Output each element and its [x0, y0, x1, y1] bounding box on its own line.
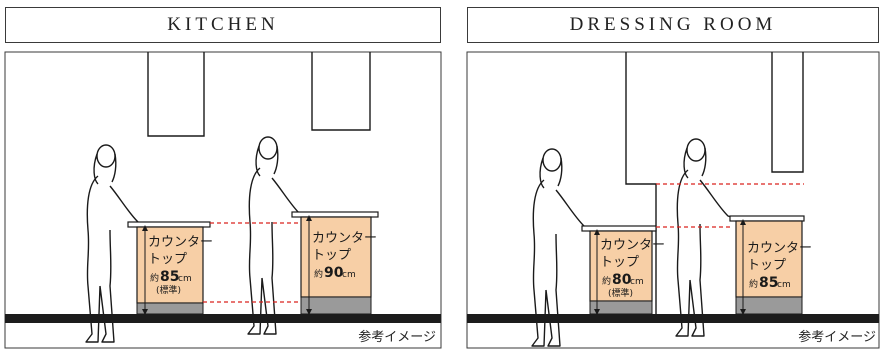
dressing-plinth-1: [589, 300, 653, 315]
dressing-room-title: DRESSING ROOM: [467, 7, 879, 43]
kitchen-title: KITCHEN: [5, 7, 441, 43]
kitchen-counter2-line2: トップ: [312, 248, 351, 263]
dressing-frame: [466, 51, 880, 349]
kitchen-plinth-1: [136, 302, 204, 315]
dressing-counter1-line2: トップ: [600, 255, 639, 270]
kitchen-caption: 参考イメージ: [358, 329, 436, 345]
dressing-counter1-prefix: 約: [602, 275, 611, 287]
kitchen-counter1-value: 85: [160, 269, 179, 285]
kitchen-counter1-prefix: 約: [150, 272, 159, 284]
dressing-counter-top-1: [581, 225, 657, 232]
kitchen-counter-top-2: [291, 211, 379, 218]
dressing-floor: [467, 314, 879, 323]
kitchen-counter1-unit: cm: [178, 274, 192, 284]
dressing-counter2-prefix: 約: [749, 278, 758, 290]
dressing-counter1-note: (標準): [608, 287, 633, 299]
dressing-counter1-value: 80: [612, 272, 632, 288]
kitchen-counter-top-1: [127, 221, 211, 228]
kitchen-cabinet-1: [136, 226, 204, 304]
kitchen-floor: [5, 314, 441, 323]
kitchen-plinth-2: [300, 296, 372, 315]
kitchen-counter1-line1: カウンター: [148, 235, 213, 250]
kitchen-counter2-line1: カウンター: [312, 231, 377, 246]
kitchen-counter1-line2: トップ: [148, 252, 187, 267]
dressing-counter1-unit: cm: [630, 277, 644, 287]
dressing-counter2-value: 85: [759, 275, 778, 291]
dressing-counter2-line2: トップ: [747, 258, 786, 273]
dressing-counter2-unit: cm: [777, 280, 791, 290]
kitchen-counter2-prefix: 約: [314, 268, 323, 280]
dressing-counter2-line1: カウンター: [747, 241, 812, 256]
kitchen-counter1-note: (標準): [156, 284, 181, 296]
kitchen-wall-cabinet-1: [147, 52, 205, 137]
dressing-counter-top-2: [729, 215, 805, 222]
kitchen-counter2-unit: cm: [342, 270, 356, 280]
dressing-counter1-line1: カウンター: [600, 238, 665, 253]
dressing-tall-cabinet-2: [771, 52, 804, 173]
dressing-cabinet-2: [735, 220, 803, 298]
dressing-plinth-2: [735, 296, 803, 315]
dressing-caption: 参考イメージ: [798, 329, 876, 345]
dressing-tall-cabinet-1: [625, 52, 657, 314]
kitchen-wall-cabinet-2: [311, 52, 371, 131]
kitchen-counter2-value: 90: [324, 265, 344, 281]
kitchen-frame: [4, 51, 442, 349]
